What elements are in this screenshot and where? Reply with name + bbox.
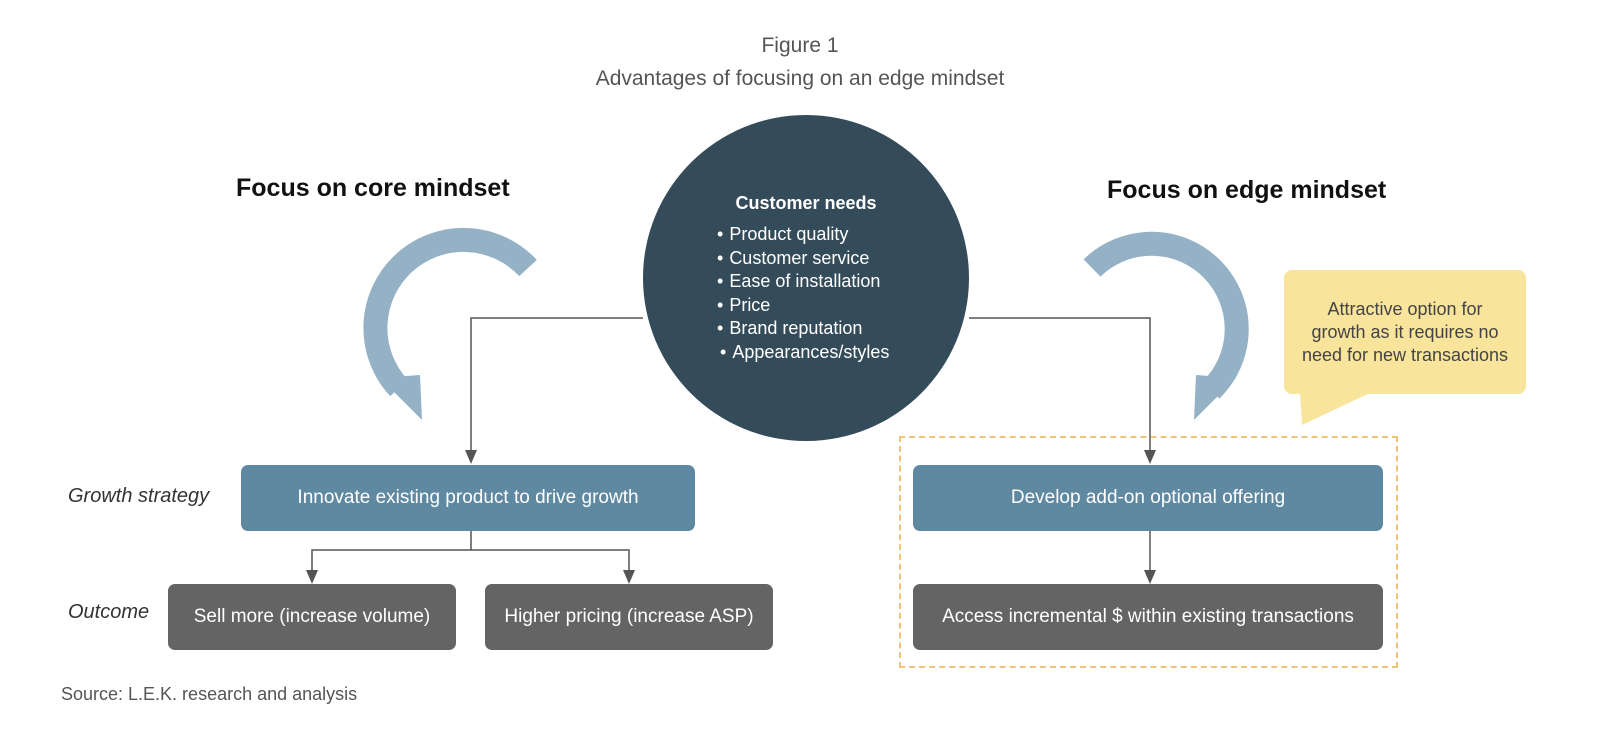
arrowhead-icon <box>306 570 318 584</box>
customer-needs-list: Product quality Customer service Ease of… <box>717 223 889 364</box>
core-mindset-heading: Focus on core mindset <box>236 174 510 202</box>
list-item: Appearances/styles <box>720 341 889 365</box>
callout-note: Attractive option for growth as it requi… <box>1284 270 1526 394</box>
arrowhead-icon <box>1144 450 1156 464</box>
figure-number: Figure 1 <box>761 34 839 57</box>
connector-core <box>470 317 643 456</box>
edge-mindset-heading: Focus on edge mindset <box>1107 176 1387 204</box>
connector-edge <box>969 317 1151 456</box>
curved-arrow-icon <box>1083 231 1249 420</box>
list-item: Ease of installation <box>717 270 889 294</box>
connector-outcome-volume <box>311 531 472 573</box>
connector-outcome-pricing <box>471 549 630 573</box>
list-item: Product quality <box>717 223 889 247</box>
outcome-incremental-box: Access incremental $ within existing tra… <box>913 584 1383 650</box>
outcome-label: Outcome <box>68 601 150 623</box>
callout-tail <box>1300 392 1372 425</box>
figure-title: Advantages of focusing on an edge mindse… <box>595 67 1005 90</box>
growth-strategy-label: Growth strategy <box>68 485 210 507</box>
curved-arrow-icon <box>363 227 537 420</box>
list-item: Customer service <box>717 247 889 271</box>
arrowhead-icon <box>465 450 477 464</box>
customer-needs-circle: Customer needs Product quality Customer … <box>643 115 969 441</box>
core-strategy-box: Innovate existing product to drive growt… <box>241 465 695 531</box>
customer-needs-title: Customer needs <box>735 193 877 213</box>
outcome-pricing-box: Higher pricing (increase ASP) <box>485 584 773 650</box>
arrowhead-icon <box>1144 570 1156 584</box>
source-note: Source: L.E.K. research and analysis <box>61 684 358 704</box>
list-item: Brand reputation <box>717 317 889 341</box>
edge-strategy-box: Develop add-on optional offering <box>913 465 1383 531</box>
list-item: Price <box>717 294 889 318</box>
arrowhead-icon <box>623 570 635 584</box>
outcome-volume-box: Sell more (increase volume) <box>168 584 456 650</box>
edge-highlight-box <box>899 436 1398 668</box>
